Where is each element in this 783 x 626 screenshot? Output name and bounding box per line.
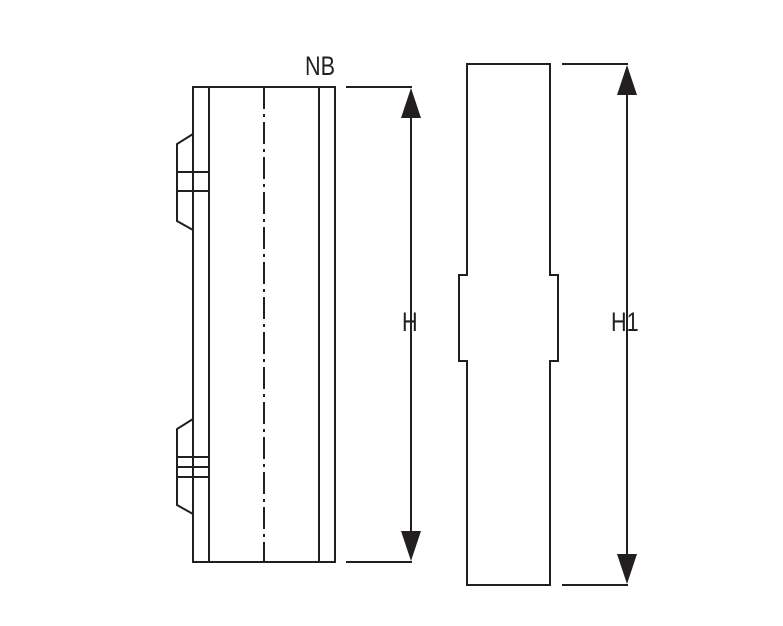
label-h: H [402, 307, 418, 337]
front-view [458, 63, 559, 586]
side-view [176, 86, 336, 563]
arrow-up-icon [401, 88, 421, 118]
dimension-h [346, 86, 421, 563]
label-h1: H1 [611, 307, 639, 337]
label-nb: NB [305, 51, 336, 81]
dimension-h1 [562, 63, 637, 586]
clip-top [176, 133, 194, 231]
arrow-down-icon [401, 531, 421, 561]
front-view-body [458, 63, 559, 586]
arrow-down-icon [617, 554, 637, 584]
arrow-up-icon [617, 65, 637, 95]
